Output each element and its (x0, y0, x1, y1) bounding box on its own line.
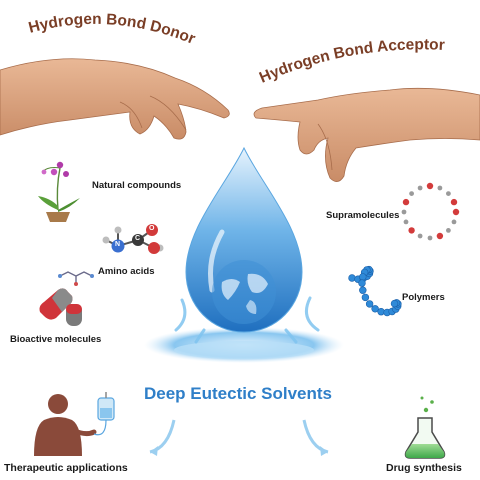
label-amino-acids: Amino acids (98, 266, 155, 277)
bioactive-capsule-icon (39, 271, 94, 326)
polymer-bead (358, 279, 366, 287)
amino-atom-c: C (135, 235, 141, 242)
amino-atom-o: O (149, 225, 155, 232)
ring-atom (426, 182, 434, 190)
polymer-bead (390, 299, 399, 308)
ring-atom (427, 235, 433, 241)
polymer-bead (365, 300, 374, 308)
label-natural-compounds: Natural compounds (92, 180, 182, 191)
ring-atom (408, 227, 415, 234)
donor-title: Hydrogen Bond Donor (27, 11, 198, 48)
polymer-bead (359, 273, 367, 281)
acceptor-hand (253, 87, 480, 182)
droplet-illustration (144, 146, 344, 363)
orchid-icon (38, 161, 80, 222)
acceptor-title: Hydrogen Bond Acceptor (257, 36, 445, 86)
arrow-to-therapeutic (149, 419, 176, 456)
polymer-bead (371, 305, 379, 313)
ring-atom (409, 191, 414, 197)
supramolecule-ring (401, 182, 460, 241)
center-label: Deep Eutectic Solvents (144, 384, 333, 403)
ring-atom (403, 219, 409, 225)
ring-atom (452, 208, 460, 216)
polymer-bead (348, 274, 356, 282)
polymer-chain (348, 265, 402, 317)
acceptor-title-text: Hydrogen Bond Acceptor (257, 36, 445, 86)
donor-hand (0, 58, 230, 140)
arrow-to-drug-synthesis (302, 419, 329, 456)
ring-atom (451, 219, 457, 225)
label-drug-synthesis: Drug synthesis (386, 462, 462, 474)
label-therapeutic-applications: Therapeutic applications (4, 462, 128, 474)
donor-title-text: Hydrogen Bond Donor (27, 11, 198, 48)
ring-atom (436, 232, 444, 240)
polymer-bead (359, 286, 367, 294)
flask-icon (404, 396, 446, 459)
label-bioactive-molecules: Bioactive molecules (10, 334, 102, 345)
amino-atom-n: N (115, 241, 121, 248)
ring-atom (401, 209, 407, 215)
carbon-atom (132, 234, 144, 246)
ring-atom (402, 198, 410, 206)
ring-atom (417, 233, 423, 239)
ring-atom (446, 191, 451, 197)
patient-iv-icon (34, 392, 115, 456)
label-supramolecules: Supramolecules (326, 210, 400, 221)
ring-atom (450, 198, 458, 206)
label-polymers: Polymers (402, 292, 445, 303)
ring-atom (417, 185, 423, 191)
ring-atom (446, 228, 451, 233)
oxygen-atom (146, 224, 158, 236)
polymer-bead (377, 308, 385, 316)
amino-acid-molecule (102, 224, 164, 254)
ring-atom (437, 185, 443, 191)
polymer-bead (361, 293, 370, 302)
nitrogen-atom (111, 239, 125, 253)
